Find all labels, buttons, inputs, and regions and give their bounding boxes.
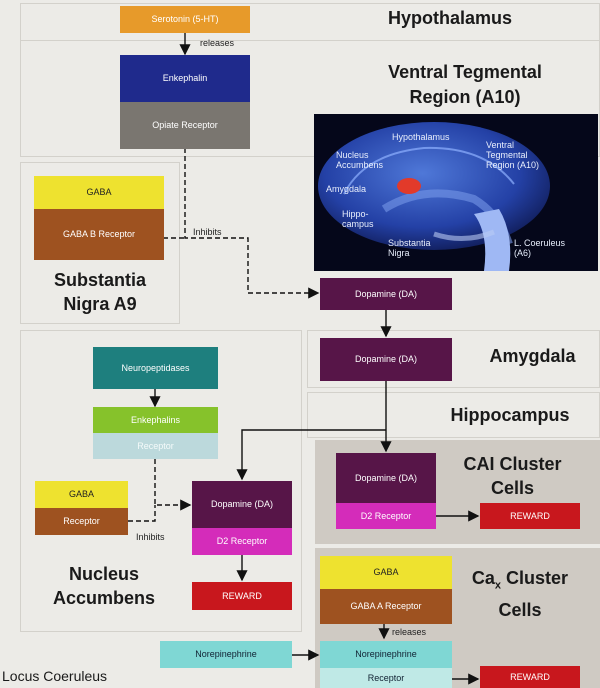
substantia-nigra-region <box>20 162 180 324</box>
gaba-nacc-box: GABA <box>35 481 128 508</box>
receptor-gaba-nacc-box: Receptor <box>35 508 128 535</box>
serotonin-box: Serotonin (5-HT) <box>120 6 250 33</box>
locus-coeruleus-heading: Locus Coeruleus <box>2 668 108 684</box>
cax-heading: Cax Cluster Cells <box>460 566 580 622</box>
d2-receptor-nacc-box: D2 Receptor <box>192 528 292 555</box>
hypothalamus-heading: Hypothalamus <box>387 8 513 28</box>
neuropeptidases-box: Neuropeptidases <box>93 347 218 389</box>
releases-note-1: releases <box>200 38 235 48</box>
brain-label-ventral-tegmental: Ventral Tegmental Region (A10) <box>486 140 540 170</box>
substantia-nigra-heading: Substantia Nigra A9 <box>53 270 146 314</box>
dopamine-vta-box: Dopamine (DA) <box>320 278 452 310</box>
gaba-a-receptor-box: GABA A Receptor <box>320 589 452 624</box>
vta-heading: Ventral Tegmental Region (A10) <box>388 62 542 107</box>
brain-label-amygdala: Amygdala <box>326 184 367 194</box>
opiate-to-dopamine-dashed-arrow <box>184 148 320 299</box>
cax-ca-text: Ca <box>471 568 495 588</box>
nucleus-accumbens-heading: Nucleus Accumbens <box>52 564 156 608</box>
amygdala-heading: Amygdala <box>489 346 576 366</box>
ca1-heading-line1: CAI Cluster <box>463 454 562 474</box>
receptor-nacc-box: Receptor <box>93 433 218 459</box>
dopamine-ca1-box: Dopamine (DA) <box>336 453 436 503</box>
ca1-heading-line2: Cells <box>490 478 535 498</box>
brain-label-nucleus-accumbens: Nucleus Accumbens <box>336 150 384 170</box>
dopamine-nacc-box: Dopamine (DA) <box>192 481 292 528</box>
hippocampus-heading: Hippocampus <box>450 405 570 425</box>
receptor-to-dopamine-dashed-arrow <box>154 459 192 511</box>
gaba-cax-box: GABA <box>320 556 452 589</box>
dopamine-amygdala-box: Dopamine (DA) <box>320 338 452 381</box>
reward-ca1-box: REWARD <box>480 503 580 529</box>
norepinephrine-lc-box: Norepinephrine <box>160 641 292 668</box>
inhibits-note-1: Inhibits <box>193 227 222 237</box>
cax-subscript: x <box>494 579 502 592</box>
brain-label-hippocampus: Hippo- campus <box>342 209 374 229</box>
gaba-sn-box: GABA <box>34 176 164 209</box>
reward-cax-box: REWARD <box>480 666 580 688</box>
norepinephrine-cax-box: Norepinephrine <box>320 641 452 668</box>
receptor-cax-box: Receptor <box>320 668 452 688</box>
reward-nacc-box: REWARD <box>192 582 292 610</box>
brain-illustration <box>318 122 550 271</box>
nucleus-accumbens-region <box>20 330 302 632</box>
enkephalins-box: Enkephalins <box>93 407 218 433</box>
brain-label-locus-coeruleus: L. Coeruleus (A6) <box>514 238 566 258</box>
releases-note-2: releases <box>392 627 427 637</box>
brain-image: Hypothalamus Nucleus Accumbens Ventral T… <box>314 114 598 271</box>
gaba-receptor-to-inhibits-dashed-line <box>128 505 156 522</box>
cax-heading-line1: Cax Cluster <box>460 566 580 598</box>
brain-label-substantia-nigra: Substantia Nigra <box>388 238 431 258</box>
cax-heading-line2: Cells <box>498 599 542 620</box>
d2-receptor-ca1-box: D2 Receptor <box>336 503 436 529</box>
hippocampus-to-nacc-arrow <box>236 429 386 481</box>
opiate-receptor-box: Opiate Receptor <box>120 102 250 149</box>
brain-label-hypothalamus: Hypothalamus <box>392 132 450 142</box>
gaba-b-receptor-box: GABA B Receptor <box>34 209 164 260</box>
ca1-heading: CAI Cluster Cells <box>455 452 570 500</box>
enkephalin-box: Enkephalin <box>120 55 250 102</box>
inhibits-note-2: Inhibits <box>136 532 165 542</box>
cax-cluster-text: Cluster <box>501 568 569 588</box>
